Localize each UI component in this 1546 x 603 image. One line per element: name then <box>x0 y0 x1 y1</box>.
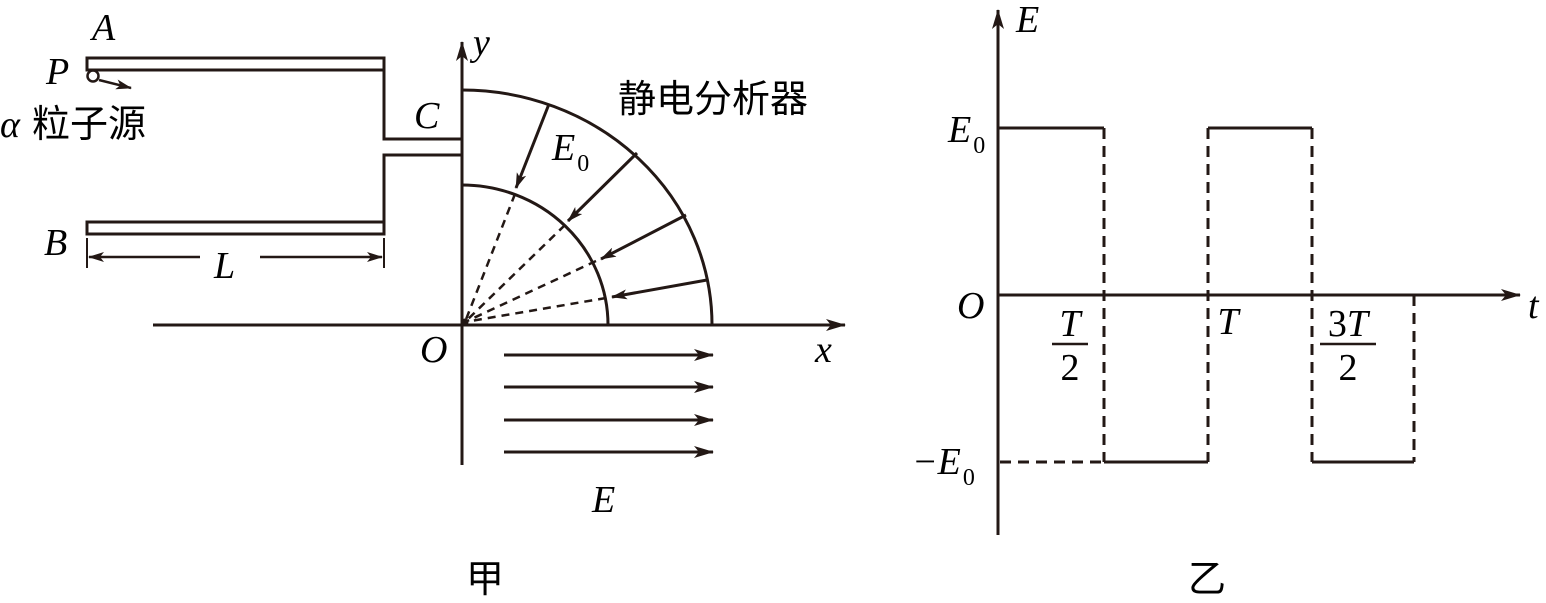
radial-field-arrow <box>611 278 708 300</box>
tick-label-t: T <box>1217 301 1241 343</box>
label-axis-x: x <box>814 329 832 371</box>
three-half-t-denominator: 2 <box>1339 347 1358 389</box>
label-e0: E0 <box>551 127 589 177</box>
half-t-denominator: 2 <box>1061 347 1080 389</box>
figure-left: A P α 粒子源 B L C 静电分析器 E0 y x O E 甲 <box>0 7 846 601</box>
tick-label-half-t: T 2 <box>1052 303 1088 389</box>
label-length: L <box>213 245 235 287</box>
caption-left: 甲 <box>466 557 504 601</box>
three-half-t-numerator: 3T <box>1328 303 1371 345</box>
label-plate-a: A <box>89 7 116 49</box>
label-axis-e: E <box>1015 0 1039 41</box>
half-t-numerator: T <box>1059 303 1083 345</box>
tick-label-three-half-t: 3T 2 <box>1320 303 1376 389</box>
plate-connector <box>382 64 462 228</box>
electrostatic-analyzer <box>461 88 714 326</box>
label-analyzer: 静电分析器 <box>618 77 808 121</box>
source-direction-arrow <box>98 78 132 90</box>
radial-dashed-line <box>463 193 517 323</box>
label-neg-e0-level: −E0 <box>912 441 975 491</box>
accelerator-plates <box>85 56 462 236</box>
radial-dashed-line <box>464 259 597 324</box>
label-axis-y: y <box>469 22 490 64</box>
label-origin: O <box>420 329 447 371</box>
label-alpha: α <box>0 104 21 146</box>
label-slit-c: C <box>414 95 440 137</box>
figure-right: E t O E0 −E0 T 2 T 3T 2 乙 <box>912 0 1540 601</box>
alpha-source <box>86 69 132 90</box>
source-point-p <box>86 69 100 83</box>
radial-field-arrow <box>514 103 551 189</box>
radial-dashed-line <box>464 224 566 323</box>
label-point-p: P <box>45 51 69 93</box>
analyzer-outer-arc <box>461 88 714 326</box>
plate-b <box>85 220 386 236</box>
caption-right: 乙 <box>1188 557 1226 601</box>
radial-field-arrow <box>566 151 639 223</box>
square-waveform <box>998 126 1416 464</box>
uniform-field-arrows <box>504 349 714 458</box>
right-axes <box>992 9 1521 535</box>
radial-field-arrow <box>600 213 687 261</box>
label-origin-right: O <box>957 285 984 327</box>
label-particle-source: 粒子源 <box>32 102 146 146</box>
plate-a <box>85 56 386 72</box>
label-field-e: E <box>591 479 615 521</box>
label-e0-level: E0 <box>947 109 985 159</box>
label-axis-t: t <box>1528 285 1540 327</box>
radial-dashed-line <box>464 296 607 324</box>
label-plate-b: B <box>44 222 67 264</box>
length-dimension <box>86 238 385 268</box>
